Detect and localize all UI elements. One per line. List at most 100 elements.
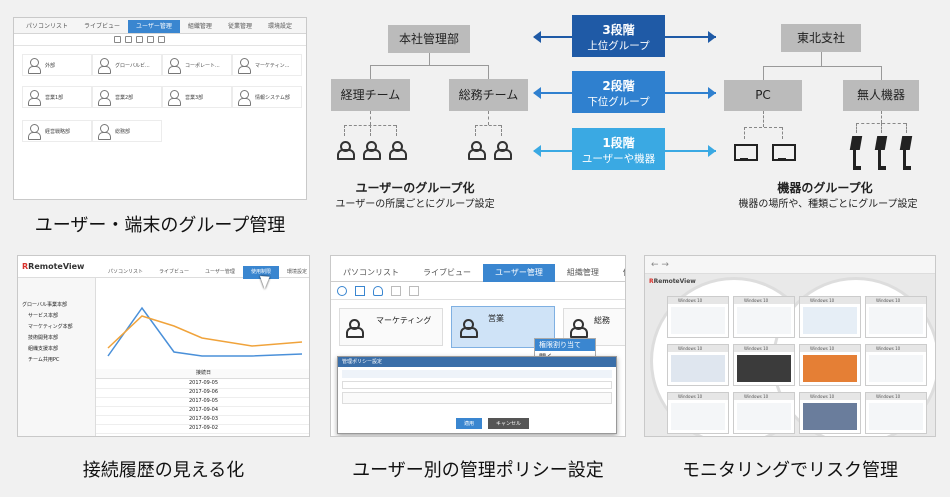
group-management-screenshot: パソコンリスト ライブビューユーザー管理組織管理 従業管理 環境設定 外部 グローバルビ… [13,17,307,200]
tree-item[interactable]: 組織支援本部 [28,346,59,352]
thumbnail-label: Windows 10 [668,393,728,400]
screen-thumbnail[interactable]: Windows 10 [799,392,861,434]
tool-icon[interactable] [409,285,419,296]
user-icon [468,141,486,160]
connection-chart [107,306,303,357]
group-label: コーポレート... [185,63,220,69]
tool-icon[interactable] [125,36,132,43]
tool-icon[interactable] [158,36,165,43]
group-item[interactable]: マーケティン... [232,54,302,76]
group-item[interactable]: 情報システム部 [232,86,302,108]
tab-0[interactable]: パソコンリスト [343,268,399,277]
group-icon [27,124,41,140]
tool-icon[interactable] [391,285,401,296]
tab-1[interactable]: ライブビュー [84,23,121,30]
tab-2[interactable]: ユーザー管理 [205,269,235,275]
thumbnail-label: Windows 10 [734,345,794,352]
thumbnail-label: Windows 10 [866,393,926,400]
thumbnail-label: Windows 10 [866,297,926,304]
tab-4[interactable]: 従業管理 [227,23,252,30]
tree-item[interactable]: チーム共用PC [28,357,60,363]
screen-thumbnail[interactable]: Windows 10 [667,392,729,434]
group-item[interactable]: 営業2部 [92,86,162,108]
group-icon [27,58,41,74]
group-item[interactable]: 営業3部 [162,86,232,108]
tab-4[interactable]: 環境設定 [286,269,307,275]
add-icon[interactable] [355,285,365,296]
group-label: 情報システム部 [255,95,290,101]
group-icon [97,90,111,106]
team-box-accounting: 経理チーム [331,79,410,111]
group-label: 総務部 [115,129,131,135]
tab-0[interactable]: パソコンリスト [108,269,144,275]
screen-thumbnail[interactable]: Windows 10 [667,344,729,386]
group-item[interactable]: 営業1部 [22,86,92,108]
refresh-icon[interactable] [337,285,347,296]
group-item[interactable]: コーポレート... [162,54,232,76]
group-item[interactable]: 総務部 [92,120,162,142]
tab-5[interactable]: 環境設定 [267,23,292,30]
thumbnail-label: Windows 10 [800,297,860,304]
tree-item[interactable]: マーケティング本部 [28,324,73,330]
group-icon [167,58,181,74]
group-label: 外部 [45,63,56,69]
tree-item[interactable]: グローバル事業本部 [22,302,67,308]
tool-icon[interactable] [147,36,154,43]
group-card-marketing[interactable]: マーケティング [339,308,443,346]
screen-thumbnail[interactable]: Windows 10 [733,296,795,338]
tab-2[interactable]: ユーザー管理 [483,264,555,282]
group-item[interactable]: 外部 [22,54,92,76]
connection-history-screenshot: RRemoteView パソコンリストライブビューユーザー管理使用制限環境設定 … [17,255,310,437]
policy-dialog: 管理ポリシー設定 適用 キャンセル [337,356,617,434]
tab-bar: パソコンリスト ライブビューユーザー管理組織管理 従業管理 環境設定 [14,18,306,34]
apply-button[interactable]: 適用 [456,418,483,429]
caption-group-management: ユーザー・端末のグループ管理 [34,215,286,236]
group-icon [237,58,251,74]
tree-item[interactable]: 技術開発本部 [28,335,59,341]
tab-0[interactable]: パソコンリスト [26,23,69,30]
tool-icon[interactable] [136,36,143,43]
thumbnail-label: Windows 10 [668,345,728,352]
screen-thumbnail[interactable]: Windows 10 [799,296,861,338]
thumbnail-label: Windows 10 [734,297,794,304]
caption-policy-settings: ユーザー別の管理ポリシー設定 [352,460,604,481]
user-icon [363,141,381,160]
back-arrow-icon[interactable]: ← → [651,260,669,270]
screen-thumbnail[interactable]: Windows 10 [865,344,927,386]
tab-3[interactable]: 組織管理 [187,23,212,30]
kiosk-icon [873,136,889,170]
pc-monitor-icon [772,144,796,162]
tab-4[interactable]: 使用 [611,264,625,282]
table-row: 2017-09-05 [96,398,309,407]
tab-2[interactable]: ユーザー管理 [128,20,180,33]
table-row: 2017-09-04 [96,407,309,416]
group-item[interactable]: グローバルビ... [92,54,162,76]
group-item[interactable]: 経営戦略部 [22,120,92,142]
tree-item[interactable]: サービス本部 [28,313,59,319]
toolbar [14,34,306,46]
thumbnail-label: Windows 10 [800,393,860,400]
level-1-box: 1段階ユーザーや機器 [572,128,665,170]
table-row: 2017-09-05 [96,380,309,389]
user-icon[interactable] [373,285,383,296]
table-row: 2017-09-02 [96,425,309,434]
menu-item-assign[interactable]: 権限割り当て [535,339,595,351]
screen-thumbnail[interactable]: Windows 10 [799,344,861,386]
user-icon [494,141,512,160]
screen-thumbnail[interactable]: Windows 10 [733,344,795,386]
group-label: 営業2部 [115,95,134,101]
screen-thumbnail[interactable]: Windows 10 [865,296,927,338]
tab-3[interactable]: 組織管理 [566,268,599,277]
screen-thumbnail[interactable]: Windows 10 [667,296,729,338]
cancel-button[interactable]: キャンセル [488,418,530,429]
screen-thumbnail[interactable]: Windows 10 [733,392,795,434]
tab-1[interactable]: ライブビュー [423,268,471,277]
tab-3[interactable]: 使用制限 [242,266,279,279]
tool-icon[interactable] [114,36,121,43]
screen-thumbnail[interactable]: Windows 10 [865,392,927,434]
tab-1[interactable]: ライブビュー [159,269,190,275]
branch-box: 東北支社 [781,24,861,52]
hq-box: 本社管理部 [388,25,470,53]
history-table-header: 接続日 [96,369,309,379]
